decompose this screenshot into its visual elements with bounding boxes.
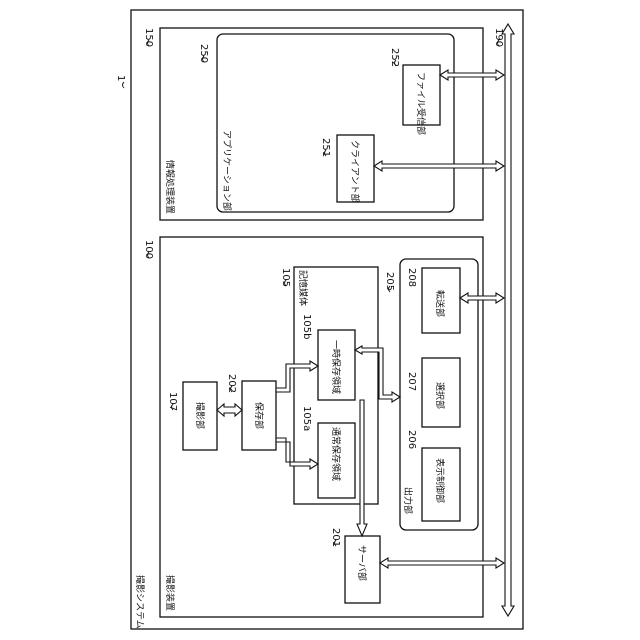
output-unit-label: 出力部 — [402, 487, 414, 514]
svg-text:150: 150 — [143, 28, 154, 47]
svg-text:一時保存領域: 一時保存領域 — [330, 340, 342, 394]
svg-text:205: 205 — [384, 272, 395, 291]
svg-text:サーバ部: サーバ部 — [356, 545, 368, 581]
svg-text:208: 208 — [406, 268, 417, 287]
svg-text:250: 250 — [198, 44, 209, 63]
server-unit-label: サーバ部 — [356, 545, 368, 581]
svg-text:105: 105 — [280, 268, 291, 287]
svg-text:107: 107 — [167, 392, 178, 411]
storage-medium-ref: 105 — [280, 268, 291, 287]
display-control-label: 表示制御部 — [434, 458, 446, 503]
display-control-ref: 206 — [406, 430, 417, 449]
svg-text:記憶媒体: 記憶媒体 — [297, 270, 309, 306]
save-unit-ref: 202 — [226, 374, 237, 393]
svg-text:クライアント部: クライアント部 — [349, 140, 361, 203]
svg-text:アプリケーション部: アプリケーション部 — [221, 130, 233, 211]
svg-text:105a: 105a — [301, 406, 312, 431]
client-ref: 251 — [320, 138, 331, 157]
system-ref: 1 — [115, 75, 126, 81]
system-label: 撮影システム — [134, 575, 146, 629]
svg-text:ファイル受信部: ファイル受信部 — [415, 72, 427, 135]
svg-text:251: 251 — [320, 138, 331, 157]
application-label: アプリケーション部 — [221, 130, 233, 211]
client-label: クライアント部 — [349, 140, 361, 203]
save-unit-label: 保存部 — [253, 402, 265, 429]
svg-text:202: 202 — [226, 374, 237, 393]
svg-text:通常保存領域: 通常保存領域 — [330, 427, 342, 481]
select-unit-label: 選択部 — [434, 382, 446, 409]
bus-ref: 190 — [493, 28, 504, 47]
transfer-unit-ref: 208 — [406, 268, 417, 287]
svg-text:情報処理装置: 情報処理装置 — [164, 160, 176, 214]
application-ref: 250 — [198, 44, 209, 63]
svg-text:105b: 105b — [301, 314, 312, 339]
imaging-device-label: 撮影装置 — [164, 575, 176, 611]
svg-text:転送部: 転送部 — [434, 290, 446, 317]
normal-area-label: 通常保存領域 — [330, 427, 342, 481]
svg-text:撮影部: 撮影部 — [194, 402, 206, 429]
imaging-unit-label: 撮影部 — [194, 402, 206, 429]
server-unit-ref: 201 — [330, 528, 341, 547]
svg-text:撮影システム: 撮影システム — [134, 575, 146, 629]
svg-text:保存部: 保存部 — [253, 402, 265, 429]
storage-medium-label: 記憶媒体 — [297, 270, 309, 306]
temp-area-label: 一時保存領域 — [330, 340, 342, 394]
svg-text:100: 100 — [143, 240, 154, 259]
svg-text:206: 206 — [406, 430, 417, 449]
svg-text:選択部: 選択部 — [434, 382, 446, 409]
select-unit-ref: 207 — [406, 372, 417, 391]
info-device-label: 情報処理装置 — [164, 160, 176, 214]
svg-text:撮影装置: 撮影装置 — [164, 575, 176, 611]
transfer-unit-label: 転送部 — [434, 290, 446, 317]
svg-text:201: 201 — [330, 528, 341, 547]
svg-text:出力部: 出力部 — [402, 487, 414, 514]
info-device-ref: 150 — [143, 28, 154, 47]
file-receiver-label: ファイル受信部 — [415, 72, 427, 135]
imaging-device-ref: 100 — [143, 240, 154, 259]
svg-text:190: 190 — [493, 28, 504, 47]
normal-area-ref: 105a — [301, 406, 312, 431]
imaging-unit-ref: 107 — [167, 392, 178, 411]
system-leader — [123, 82, 125, 88]
temp-area-ref: 105b — [301, 314, 312, 339]
output-unit-ref: 205 — [384, 272, 395, 291]
svg-text:表示制御部: 表示制御部 — [434, 458, 446, 503]
svg-text:1: 1 — [115, 75, 126, 81]
svg-text:207: 207 — [406, 372, 417, 391]
